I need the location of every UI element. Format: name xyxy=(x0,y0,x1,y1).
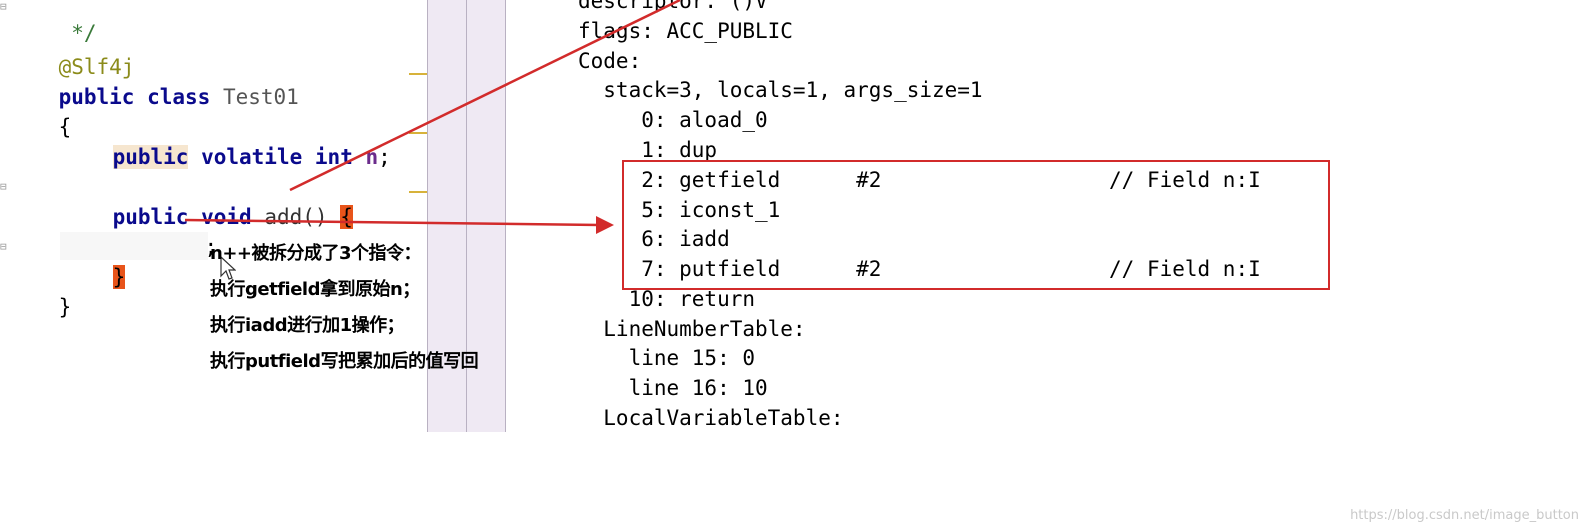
editor-ruler-stripe xyxy=(466,0,506,432)
method-declaration-line: public void add() { xyxy=(62,172,353,262)
bytecode-line: 1: dup xyxy=(578,138,718,162)
bytecode-line: 2: getfield #2 // Field n:I xyxy=(578,168,1261,192)
bytecode-line: line 16: 10 xyxy=(578,376,768,400)
bytecode-line: Code: xyxy=(578,49,642,73)
class-open-brace: { xyxy=(58,115,72,139)
class-close-brace: } xyxy=(58,295,72,319)
gutter-warning-mark[interactable] xyxy=(409,73,427,75)
bytecode-line: line 15: 0 xyxy=(578,346,756,370)
bytecode-line: LocalVariableTable: xyxy=(578,406,844,430)
bytecode-line: 5: iconst_1 xyxy=(578,198,781,222)
instructions-highlight-box xyxy=(622,160,1330,290)
annotation-slf4j: @Slf4j xyxy=(58,55,135,79)
fold-icon[interactable]: ⊟ xyxy=(0,0,7,13)
class-declaration-line: public class Test01 xyxy=(8,52,299,142)
field-volatile-keyword: volatile xyxy=(201,145,303,169)
method-close-brace: } xyxy=(112,265,126,289)
method-public-keyword: public xyxy=(112,205,189,229)
field-semicolon: ; xyxy=(378,145,391,169)
class-keywords: public class xyxy=(58,85,211,109)
bytecode-line: 6: iadd xyxy=(578,227,730,251)
method-void-keyword: void xyxy=(201,205,252,229)
bytecode-line: 7: putfield #2 // Field n:I xyxy=(578,257,1261,281)
bytecode-line: stack=3, locals=1, args_size=1 xyxy=(578,78,983,102)
arrow-line-to-box xyxy=(184,218,601,227)
arrow-line-to-descriptor xyxy=(289,0,681,192)
fold-icon[interactable]: ⊟ xyxy=(0,240,7,253)
bytecode-line: LineNumberTable: xyxy=(578,317,806,341)
method-name: add() xyxy=(264,205,328,229)
field-declaration-line: public volatile int n; xyxy=(62,112,391,202)
gutter-warning-mark[interactable] xyxy=(409,191,427,193)
class-open-brace-line: { xyxy=(8,82,72,172)
note-line: 执行putfield写把累加后的值写回 xyxy=(210,351,479,372)
comment-text: */ xyxy=(58,21,97,45)
annotation-line: @Slf4j xyxy=(8,22,135,112)
note-line: 执行iadd进行加1操作； xyxy=(210,315,405,336)
class-name: Test01 xyxy=(222,85,299,109)
arrow-head-icon xyxy=(596,216,614,234)
note-line: 执行getfield拿到原始n； xyxy=(210,279,420,300)
fold-icon[interactable]: ⊟ xyxy=(0,180,7,193)
gutter-warning-mark[interactable] xyxy=(409,132,427,134)
watermark: https://blog.csdn.net/image_button xyxy=(1350,508,1579,523)
current-line-highlight xyxy=(60,232,208,260)
bytecode-line: 0: aload_0 xyxy=(578,108,768,132)
field-int-keyword: int xyxy=(314,145,353,169)
class-close-brace-line: } xyxy=(8,262,72,352)
bytecode-line: descriptor: ()V xyxy=(578,0,768,13)
note-line: n++被拆分成了3个指令： xyxy=(210,243,422,264)
method-close-brace-line: } xyxy=(62,232,126,322)
bytecode-line: 10: return xyxy=(578,287,756,311)
comment-end-line: */ xyxy=(8,0,97,78)
mouse-cursor-icon xyxy=(220,256,236,280)
bytecode-line: flags: ACC_PUBLIC xyxy=(578,19,793,43)
field-public-keyword: public xyxy=(112,145,189,169)
